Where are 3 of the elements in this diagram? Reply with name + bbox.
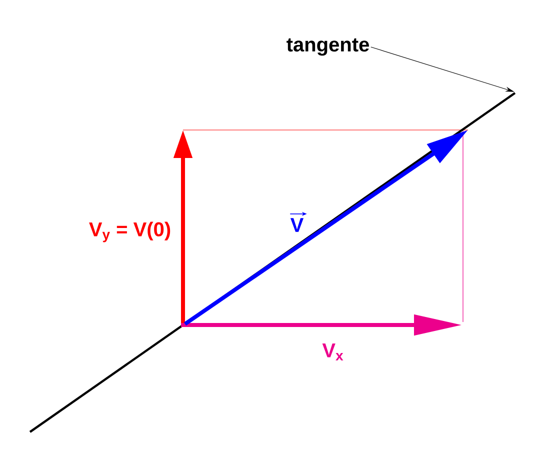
component-label: V$_{x}$ [322,344,344,360]
text-label: tangente [286,38,369,56]
component-label: V$_{y}$ = V(0) [89,222,170,242]
